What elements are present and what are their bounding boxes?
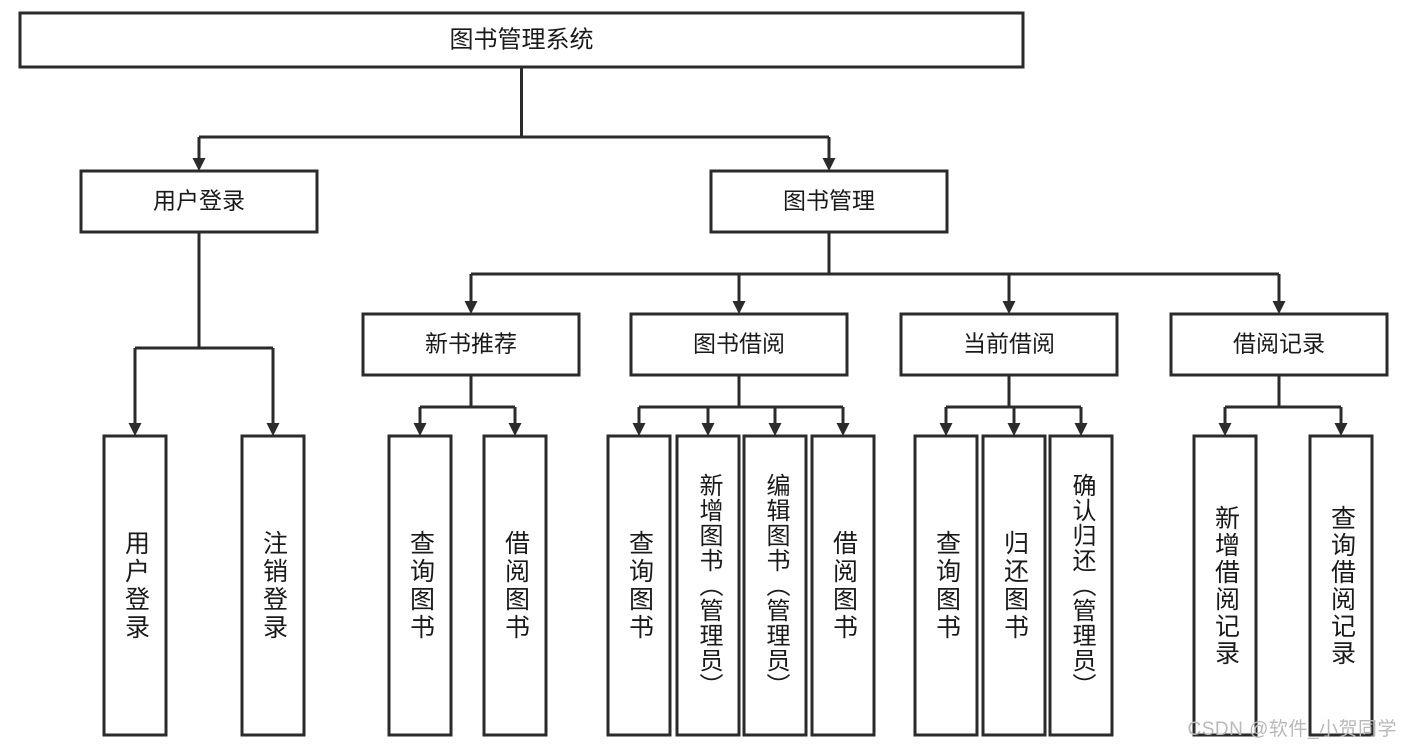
level2-0-to-leaves-arrow-1 <box>508 423 522 436</box>
level2-2-to-leaves-arrow-2 <box>1074 423 1088 436</box>
level2-0-to-leaves-arrow-0 <box>413 423 427 436</box>
login-to-leaves-arrow-0 <box>128 423 142 436</box>
level2-1-to-leaves-arrow-3 <box>836 423 850 436</box>
leaf-node-确认归还管理员-10[interactable] <box>1048 434 1114 737</box>
leaf-node-归还图书-9[interactable] <box>981 434 1047 737</box>
leaf-node-查询图书-4[interactable] <box>606 434 672 737</box>
level1-node-label: 用户登录 <box>153 188 245 214</box>
leaf-node-查询图书-8[interactable] <box>913 434 979 737</box>
level2-1-to-leaves-arrow-2 <box>768 423 782 436</box>
level2-node-图书借阅[interactable] <box>629 312 849 377</box>
level2-node-label: 新书推荐 <box>425 331 517 357</box>
level2-node-当前借阅[interactable] <box>899 312 1119 377</box>
bookmgmt-to-level2-arrow-0 <box>464 301 478 314</box>
leaf-node-借阅图书-3[interactable] <box>482 434 548 737</box>
level2-1-to-leaves-arrow-1 <box>701 423 715 436</box>
leaf-node-编辑图书管理员-6[interactable] <box>742 434 808 737</box>
root-to-level1-arrow-0 <box>192 158 206 171</box>
leaf-node-借阅图书-7[interactable] <box>810 434 876 737</box>
level1-node-用户登录[interactable] <box>79 169 319 234</box>
level1-node-label: 图书管理 <box>783 188 875 214</box>
bookmgmt-to-level2-arrow-3 <box>1272 301 1286 314</box>
leaf-node-注销登录-1[interactable] <box>240 434 306 737</box>
root-node-label: 图书管理系统 <box>450 26 594 53</box>
box-layer <box>18 11 1389 737</box>
root-to-level1-arrow-1 <box>822 158 836 171</box>
leaf-node-查询图书-2[interactable] <box>387 434 453 737</box>
leaf-node-新增图书管理员-5[interactable] <box>675 434 741 737</box>
csdn-watermark: CSDN @软件_小贺同学 <box>1187 719 1397 740</box>
leaf-node-查询借阅记录-12[interactable] <box>1308 434 1374 737</box>
bookmgmt-to-level2-arrow-1 <box>732 301 746 314</box>
leaf-node-新增借阅记录-11[interactable] <box>1192 434 1258 737</box>
level2-node-借阅记录[interactable] <box>1169 312 1389 377</box>
login-to-leaves-arrow-1 <box>266 423 280 436</box>
level2-node-label: 当前借阅 <box>963 331 1055 357</box>
connector-layer <box>128 67 1348 436</box>
leaf-node-用户登录-0[interactable] <box>102 434 168 737</box>
level2-3-to-leaves-arrow-1 <box>1334 423 1348 436</box>
level2-2-to-leaves-arrow-0 <box>939 423 953 436</box>
level2-2-to-leaves-arrow-1 <box>1007 423 1021 436</box>
bookmgmt-to-level2-arrow-2 <box>1002 301 1016 314</box>
level1-node-图书管理[interactable] <box>709 169 949 234</box>
level2-3-to-leaves-arrow-0 <box>1218 423 1232 436</box>
level2-node-label: 图书借阅 <box>693 331 785 357</box>
level2-1-to-leaves-arrow-0 <box>632 423 646 436</box>
root-node-图书管理系统[interactable] <box>18 11 1025 69</box>
level2-node-新书推荐[interactable] <box>361 312 581 377</box>
level2-node-label: 借阅记录 <box>1233 331 1325 357</box>
